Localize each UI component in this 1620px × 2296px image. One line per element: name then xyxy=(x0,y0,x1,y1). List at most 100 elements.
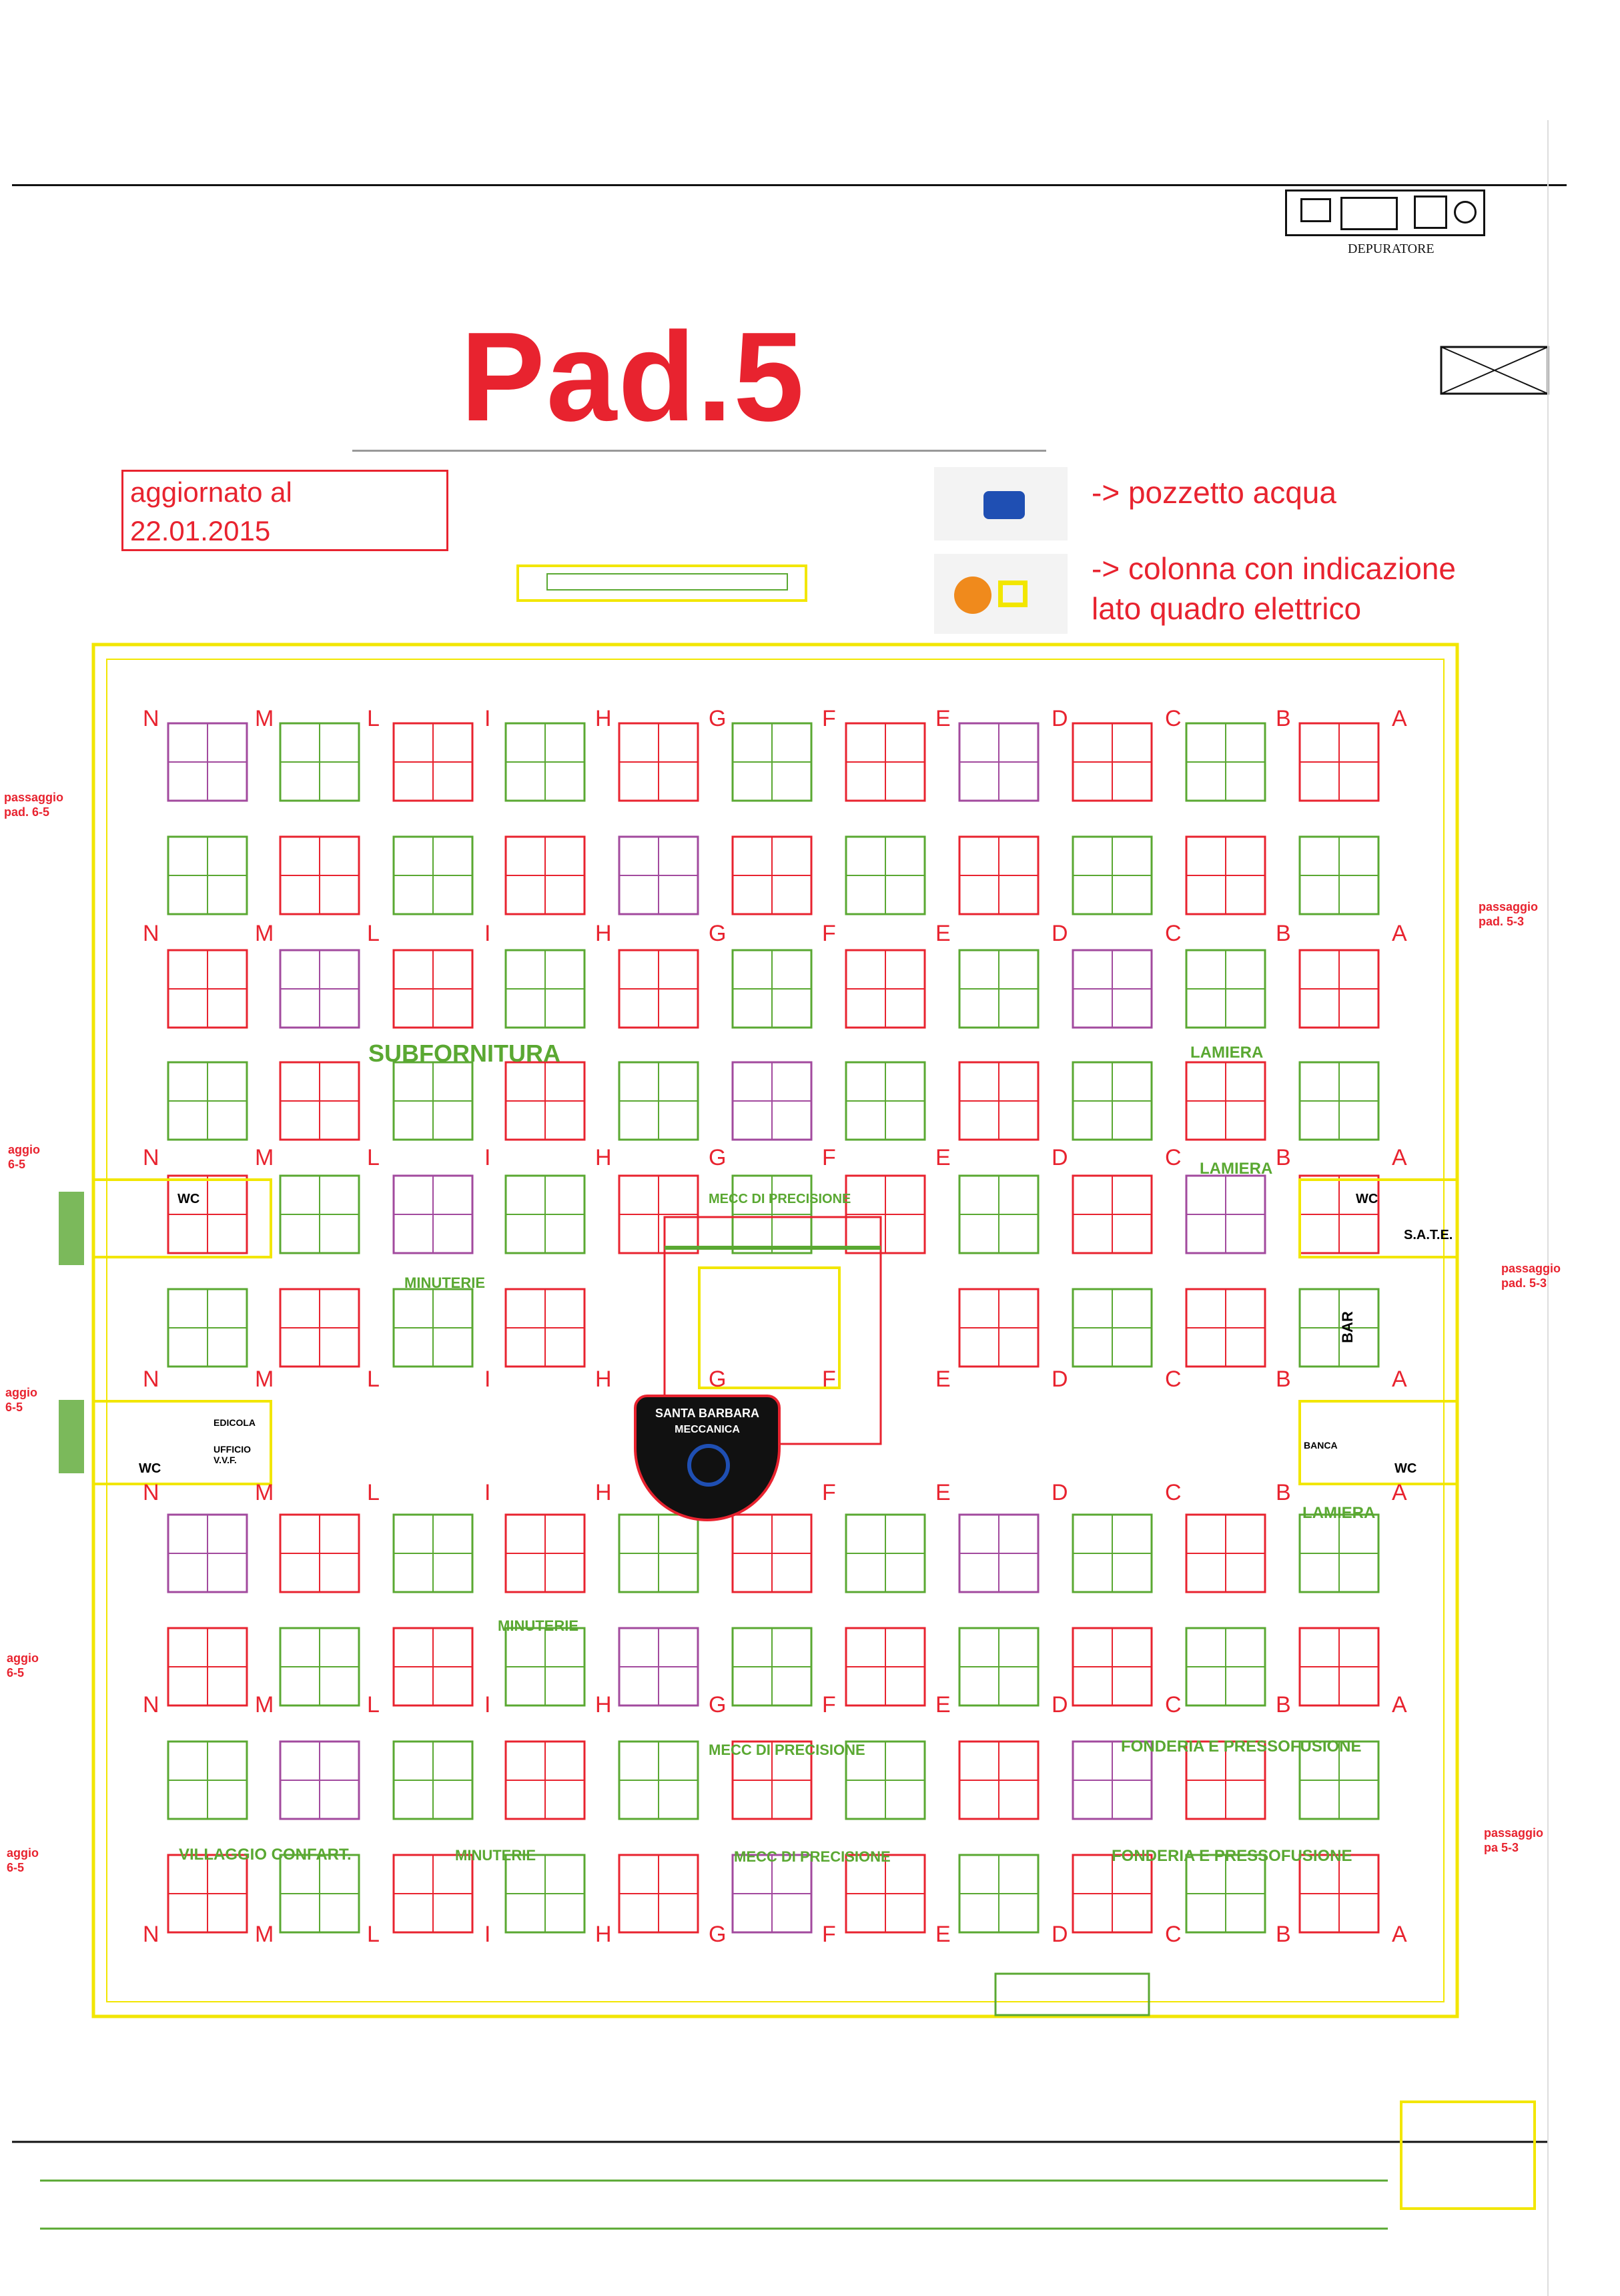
page-title: Pad.5 xyxy=(460,306,805,448)
logo-line-1: SANTA BARBARA xyxy=(655,1407,759,1420)
row-letter: D xyxy=(1052,1692,1068,1717)
row-letter: D xyxy=(1052,1367,1068,1392)
wc-left-upper: WC xyxy=(177,1192,200,1206)
legend-column-label-2: lato quadro elettrico xyxy=(1092,591,1362,626)
row-letter: C xyxy=(1165,1692,1182,1717)
row-letter: H xyxy=(595,1692,612,1717)
passage-right-2: passaggio pad. 5-3 xyxy=(1501,1262,1561,1290)
stand-grid xyxy=(167,722,1380,1934)
passage-left-1: passaggio pad. 6-5 xyxy=(4,791,64,819)
zone-lamiera-1: LAMIERA xyxy=(1190,1044,1264,1062)
row-letter: D xyxy=(1052,921,1068,946)
column-marker-icon xyxy=(954,577,991,614)
row-letter: A xyxy=(1392,1692,1407,1717)
left-service-upper xyxy=(92,1178,272,1258)
row-letter: B xyxy=(1276,1692,1291,1717)
row-letter: M xyxy=(255,1922,274,1947)
row-letter: H xyxy=(595,1480,612,1505)
row-letter: B xyxy=(1276,921,1291,946)
zone-lamiera-2: LAMIERA xyxy=(1200,1160,1273,1178)
row-letter: A xyxy=(1392,706,1407,731)
passage-left-4: aggio 6-5 xyxy=(7,1651,39,1679)
column-side-icon xyxy=(998,581,1028,607)
zone-mecc-3: MECC DI PRECISIONE xyxy=(734,1848,891,1865)
row-letter: B xyxy=(1276,1922,1291,1947)
row-letter: C xyxy=(1165,1145,1182,1170)
row-letter: I xyxy=(484,1480,491,1505)
row-letter: A xyxy=(1392,921,1407,946)
row-letter: A xyxy=(1392,1367,1407,1392)
zone-minuterie-2: MINUTERIE xyxy=(498,1617,578,1634)
row-letter: E xyxy=(935,1145,951,1170)
row-letter: N xyxy=(143,1480,159,1505)
legend-water xyxy=(934,467,1068,540)
wc-right-upper: WC xyxy=(1356,1192,1378,1206)
row-letter: L xyxy=(367,1145,380,1170)
zone-mecc-2: MECC DI PRECISIONE xyxy=(709,1742,865,1758)
row-letter: L xyxy=(367,1922,380,1947)
stairs-left-upper xyxy=(59,1192,84,1265)
row-letter: H xyxy=(595,706,612,731)
row-letter: I xyxy=(484,1692,491,1717)
zone-fonderia-2: FONDERIA E PRESSOFUSIONE xyxy=(1112,1847,1352,1865)
row-letter: B xyxy=(1276,706,1291,731)
row-letter: F xyxy=(822,1480,836,1505)
right-service-lower xyxy=(1298,1400,1459,1485)
row-letter: E xyxy=(935,1922,951,1947)
row-letter: E xyxy=(935,1367,951,1392)
row-letter: N xyxy=(143,706,159,731)
row-letter: A xyxy=(1392,1145,1407,1170)
ufficio-label: UFFICIO V.V.F. xyxy=(214,1444,251,1465)
row-letter: C xyxy=(1165,1480,1182,1505)
row-letter: A xyxy=(1392,1922,1407,1947)
row-letter: G xyxy=(709,1692,727,1717)
row-letter: G xyxy=(709,921,727,946)
row-letter: F xyxy=(822,1145,836,1170)
logo-line-2: MECCANICA xyxy=(675,1424,740,1435)
hall-inner xyxy=(106,659,1445,2002)
row-letter: N xyxy=(143,1692,159,1717)
passage-left-3: aggio 6-5 xyxy=(5,1386,37,1414)
row-letter: F xyxy=(822,921,836,946)
stairs-left-lower xyxy=(59,1400,84,1473)
row-letter: C xyxy=(1165,1367,1182,1392)
depuratore-label: DEPURATORE xyxy=(1348,242,1435,256)
row-letter: L xyxy=(367,1480,380,1505)
banca-label: BANCA xyxy=(1304,1440,1338,1451)
row-letter: G xyxy=(709,1367,727,1392)
row-letter: N xyxy=(143,1145,159,1170)
passage-right-1: passaggio pad. 5-3 xyxy=(1479,900,1539,928)
row-letter: C xyxy=(1165,1922,1182,1947)
row-letter: B xyxy=(1276,1145,1291,1170)
row-letter: H xyxy=(595,1145,612,1170)
zone-minuterie-3: MINUTERIE xyxy=(455,1847,536,1864)
row-letter: M xyxy=(255,921,274,946)
row-letter: M xyxy=(255,1692,274,1717)
row-letter: I xyxy=(484,1145,491,1170)
legend-water-label: -> pozzetto acqua xyxy=(1092,475,1336,510)
row-letter: N xyxy=(143,921,159,946)
row-letter: H xyxy=(595,1922,612,1947)
row-letter: D xyxy=(1052,706,1068,731)
row-letter: F xyxy=(822,1692,836,1717)
row-letter: D xyxy=(1052,1480,1068,1505)
logo-gear-icon xyxy=(687,1444,730,1487)
row-letter: N xyxy=(143,1367,159,1392)
edicola-label: EDICOLA xyxy=(214,1417,256,1428)
row-letter: E xyxy=(935,921,951,946)
row-letter: N xyxy=(143,1922,159,1947)
passage-left-2: aggio 6-5 xyxy=(8,1143,40,1171)
sponsor-logo: SANTA BARBARA MECCANICA xyxy=(634,1395,781,1521)
row-letter: M xyxy=(255,1367,274,1392)
row-letter: G xyxy=(709,706,727,731)
water-well-icon xyxy=(983,491,1025,519)
bottom-entrance xyxy=(994,1972,1150,2016)
row-letter: I xyxy=(484,706,491,731)
zone-villaggio: VILLAGGIO CONFART. xyxy=(179,1846,352,1864)
update-label: aggiornato al xyxy=(130,476,292,508)
row-letter: A xyxy=(1392,1480,1407,1505)
row-letter: H xyxy=(595,921,612,946)
row-letter: L xyxy=(367,1367,380,1392)
row-letter: E xyxy=(935,706,951,731)
